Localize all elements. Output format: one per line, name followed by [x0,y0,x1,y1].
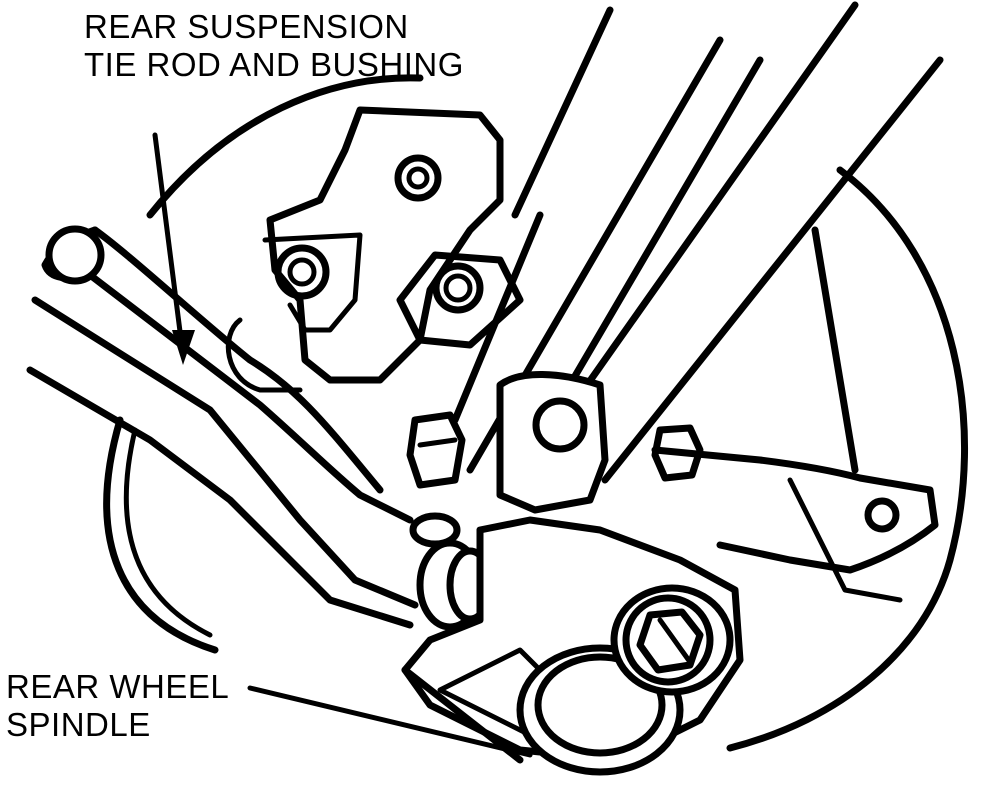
strut-arm-3-edge-a [576,1,859,399]
strut-arm-1-edge-a [511,6,614,219]
spindle-mount-hole [532,397,588,453]
backing-plate-lower-arc [103,416,219,654]
spindle-callout-line2: SPINDLE [6,706,151,743]
left-bolt-inner [287,257,317,287]
bracket [396,251,524,349]
tie-rod-callout: REAR SUSPENSION TIE ROD AND BUSHING [84,8,464,84]
tie-rod-tube-top-edge [91,226,384,494]
knuckle-inner-plate [262,232,363,333]
vertical-link [811,226,859,474]
backing-plate-right-arc [726,166,969,752]
knuckle-body [266,106,504,384]
spindle-lower-edge [401,666,524,764]
upper-bolt-inner [406,166,430,190]
tie-rod-bolt-line [417,437,458,448]
upper-bolt-outer [394,154,442,202]
spindle-leader-line [247,685,533,758]
lateral-link [651,446,939,574]
tie-rod-end-cap [45,225,105,285]
hub-nut-facet [657,617,693,665]
spindle-upper-mount [496,371,609,514]
spindle-callout: REAR WHEEL SPINDLE [6,668,229,744]
spindle-callout-line1: REAR WHEEL [6,668,230,705]
knuckle-boss-left [225,317,303,393]
link-nut [651,424,704,482]
backing-plate-inner-arc [123,427,213,638]
strut-arm-1-edge-b [451,211,544,424]
strut-arm-3-edge-b [601,56,944,484]
hub-ring [534,653,666,757]
tie-rod-leader-arrow [172,330,195,365]
bracket-bolt-inner [443,273,473,303]
bushing-washer-1 [409,512,461,548]
tie-rod-callout-line1: REAR SUSPENSION [84,8,409,45]
left-bolt-outer [274,244,330,300]
tie-rod-bolt-head [406,411,466,489]
right-bolt-outer [864,497,900,533]
tie-rod-lower-arm [31,296,419,609]
lateral-link-lower [787,477,903,603]
tie-rod-leader-line [152,132,186,358]
tie-rod-callout-line2: TIE ROD AND BUSHING [84,46,464,83]
backing-plate-outer-arc [146,74,424,219]
bracket-bolt-outer [432,262,484,314]
tie-rod-lower-edge [26,366,414,629]
